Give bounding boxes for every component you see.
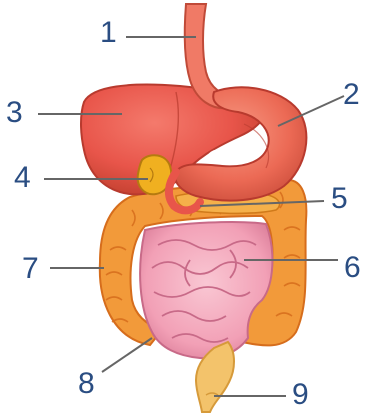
label-4: 4 — [14, 163, 31, 193]
leader-line-8 — [102, 338, 152, 372]
label-7: 7 — [22, 254, 39, 284]
label-8: 8 — [78, 369, 95, 399]
label-1: 1 — [100, 18, 117, 48]
label-2: 2 — [343, 80, 360, 110]
label-9: 9 — [292, 380, 309, 410]
label-5: 5 — [331, 184, 348, 214]
label-6: 6 — [344, 253, 361, 283]
label-3: 3 — [6, 98, 23, 128]
